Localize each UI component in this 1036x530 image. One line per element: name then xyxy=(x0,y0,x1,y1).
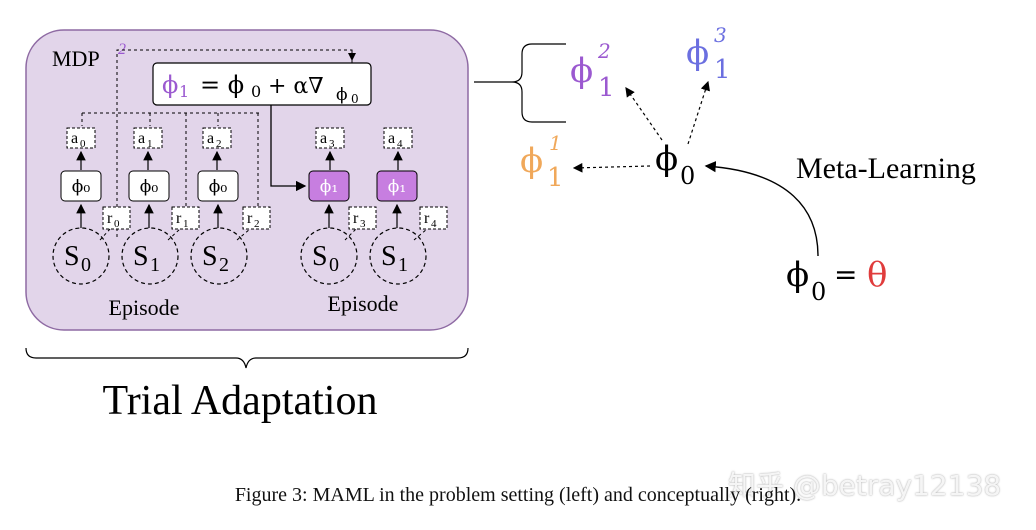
action-label-1: a xyxy=(138,130,145,147)
state-reward-lines xyxy=(99,228,428,241)
state-node-1 xyxy=(121,227,179,285)
state-policy-arrows xyxy=(76,203,402,228)
state-label-2: S xyxy=(202,241,218,272)
reward-sub-4: 4 xyxy=(431,218,437,230)
reward-sub-3: 3 xyxy=(360,218,366,230)
action-sub-4: 4 xyxy=(397,138,403,150)
update-rule-lhs: ϕ xyxy=(162,71,178,99)
action-boxes xyxy=(66,127,413,149)
action-sub-0: 0 xyxy=(80,138,86,150)
state-sub-2: 2 xyxy=(219,254,229,276)
policy-label-3: ϕ₁ xyxy=(320,177,338,197)
policy-box-3 xyxy=(308,170,350,202)
adaptation-arrows xyxy=(572,80,710,173)
policy-box-0 xyxy=(60,170,102,202)
episode-label-0: Episode xyxy=(109,295,180,320)
reward-sub-1: 1 xyxy=(183,218,189,230)
policy-label-0: ϕ₀ xyxy=(72,177,91,197)
policy-label-2: ϕ₀ xyxy=(209,177,228,197)
figure-caption: Figure 3: MAML in the problem setting (l… xyxy=(234,484,802,506)
state-label-4: S xyxy=(381,241,397,272)
policy-label-1: ϕ₀ xyxy=(140,177,159,197)
reward-label-2: r xyxy=(247,210,253,227)
state-sub-3: 0 xyxy=(329,254,339,276)
reward-label-4: r xyxy=(424,210,430,227)
phi1-3-sup: 3 xyxy=(714,23,727,47)
phi0-sub: 0 xyxy=(680,162,695,190)
update-rule-tail: + α∇ xyxy=(268,74,324,99)
update-rule-lhs-sub: 1 xyxy=(179,82,189,101)
action-sub-3: 3 xyxy=(329,138,335,150)
phi0-symbol: ϕ xyxy=(655,139,678,179)
action-label-3: a xyxy=(320,130,327,147)
episode-label-1: Episode xyxy=(328,291,399,316)
phi1-3-sub: 1 xyxy=(714,55,731,85)
action-label-4: a xyxy=(388,130,395,147)
policy-action-arrows xyxy=(76,150,403,170)
reward-label-0: r xyxy=(107,210,113,227)
phi1-2-symbol: ϕ xyxy=(570,51,593,91)
reward-sub-0: 0 xyxy=(114,218,120,230)
watermark: 知乎 @betray12138 xyxy=(728,469,1002,502)
state-node-3 xyxy=(300,227,358,285)
update-arrow xyxy=(270,105,307,192)
init-equals: = xyxy=(834,258,857,291)
trial-adaptation-label: Trial Adaptation xyxy=(103,378,378,424)
state-label-3: S xyxy=(312,241,328,272)
phi1-3-symbol: ϕ xyxy=(686,33,709,73)
init-phi-symbol: ϕ xyxy=(786,255,809,295)
policy-box-4 xyxy=(376,170,418,202)
reward-boxes xyxy=(102,206,448,230)
action-label-0: a xyxy=(71,130,78,147)
policy-label-4: ϕ₁ xyxy=(388,177,406,197)
state-node-4 xyxy=(369,227,427,285)
trial-brace xyxy=(25,347,469,369)
state-sub-1: 1 xyxy=(150,254,160,276)
state-sub-0: 0 xyxy=(81,254,91,276)
meta-learning-arrow xyxy=(704,161,819,257)
meta-learning-label: Meta-Learning xyxy=(796,152,976,185)
state-sub-4: 1 xyxy=(398,254,408,276)
policy-box-2 xyxy=(197,170,239,202)
phi1-1-sup: 1 xyxy=(549,131,562,155)
state-node-2 xyxy=(190,227,248,285)
action-sub-1: 1 xyxy=(147,138,153,150)
action-label-2: a xyxy=(207,130,214,147)
update-rule-grad-sub: ϕ xyxy=(336,85,348,105)
reward-sub-2: 2 xyxy=(254,218,260,230)
collection-lines xyxy=(81,49,356,240)
adaptation-brace xyxy=(474,43,566,123)
update-rule-box xyxy=(152,62,372,106)
phi1-2-sub: 1 xyxy=(598,73,615,103)
reward-label-3: r xyxy=(353,210,359,227)
state-node-0 xyxy=(52,227,110,285)
phi1-2-sup: 2 xyxy=(597,39,611,63)
policy-box-1 xyxy=(128,170,170,202)
action-sub-2: 2 xyxy=(216,138,222,150)
mdp-label: MDP xyxy=(52,46,100,71)
phi1-1-sub: 1 xyxy=(547,163,564,193)
state-label-0: S xyxy=(64,241,80,272)
state-label-1: S xyxy=(133,241,149,272)
update-rule-rhs-sub: 0 xyxy=(251,82,261,101)
init-phi-sub: 0 xyxy=(811,278,826,306)
init-theta: θ xyxy=(867,255,887,295)
update-rule-rhs: = ϕ xyxy=(200,71,244,99)
phi1-1-symbol: ϕ xyxy=(520,141,543,181)
update-rule-grad-sub2: 0 xyxy=(351,92,359,106)
reward-label-1: r xyxy=(176,210,182,227)
